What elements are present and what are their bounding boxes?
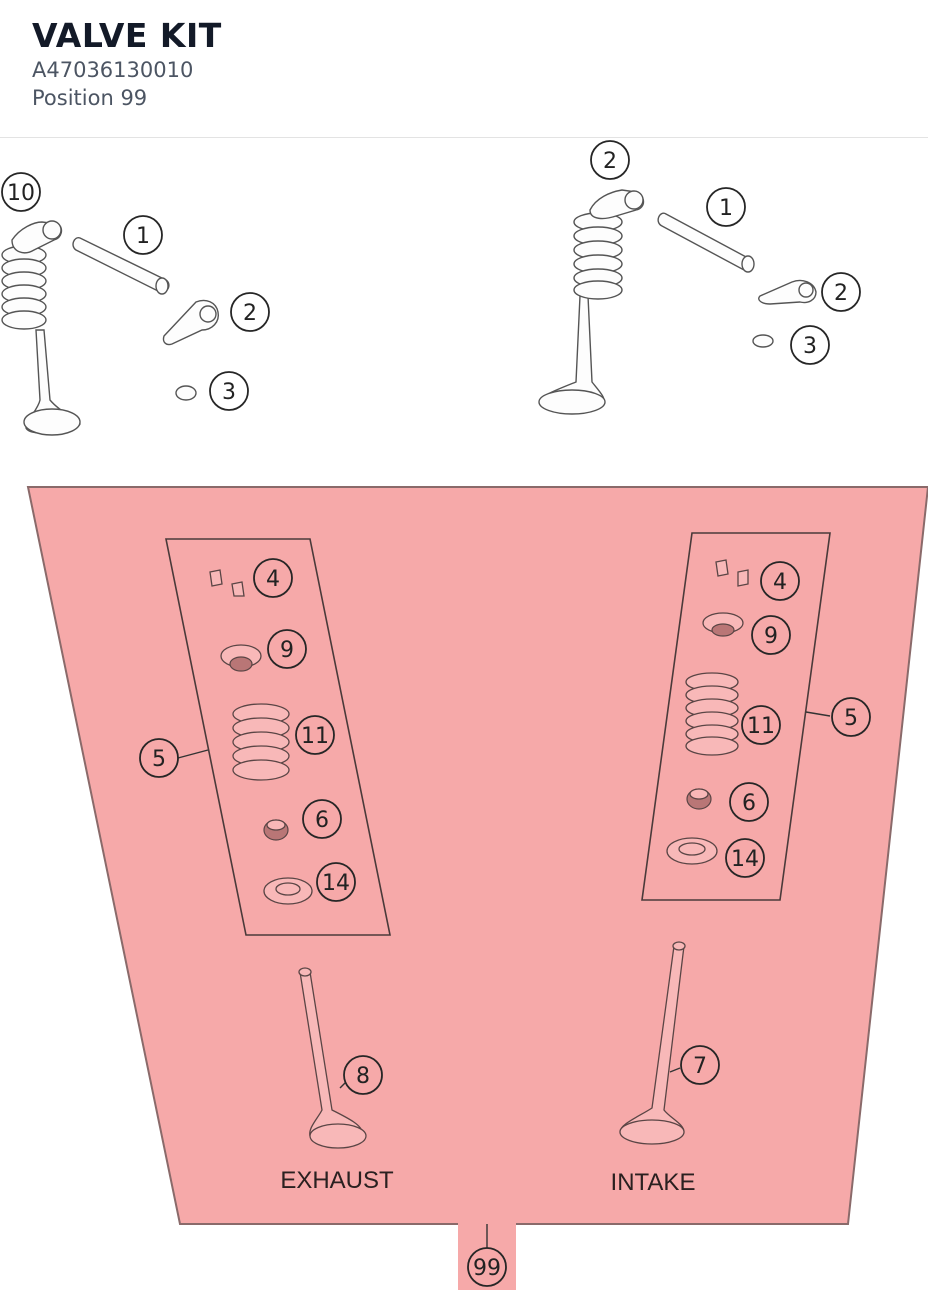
callout-top-right-2a[interactable]: 2 [590,140,630,180]
callout-intake-4[interactable]: 4 [760,561,800,601]
callout-exhaust-14[interactable]: 14 [316,862,356,902]
exhaust-valve [298,967,367,1149]
highlight-region-99[interactable] [26,486,928,1290]
callout-top-right-1[interactable]: 1 [706,187,746,227]
callout-intake-valve-7[interactable]: 7 [680,1045,720,1085]
svg-text:2: 2 [834,281,848,306]
svg-text:2: 2 [243,301,257,326]
svg-text:14: 14 [322,871,350,896]
svg-text:14: 14 [731,847,759,872]
intake-valve [619,941,686,1145]
callout-intake-6[interactable]: 6 [729,782,769,822]
top-right-valve-assembly [538,189,817,415]
position-number: Position 99 [32,86,148,110]
svg-text:1: 1 [719,196,733,221]
svg-text:6: 6 [315,808,329,833]
svg-text:4: 4 [266,567,280,592]
callout-intake-5[interactable]: 5 [831,697,871,737]
callout-top-right-3[interactable]: 3 [790,325,830,365]
callout-intake-11[interactable]: 11 [741,705,781,745]
svg-text:11: 11 [747,714,775,739]
callout-exhaust-9[interactable]: 9 [267,629,307,669]
part-number: A47036130010 [32,58,194,82]
svg-text:11: 11 [301,724,329,749]
svg-text:6: 6 [742,791,756,816]
svg-text:4: 4 [773,570,787,595]
intake-label: INTAKE [611,1169,696,1196]
callout-exhaust-6[interactable]: 6 [302,799,342,839]
exhaust-kit-panel [165,538,391,936]
svg-text:3: 3 [803,334,817,359]
svg-text:9: 9 [280,638,294,663]
svg-text:10: 10 [7,181,35,206]
page-header: VALVE KIT A47036130010 Position 99 [0,0,928,138]
svg-text:3: 3 [222,380,236,405]
intake-kit-panel [641,532,831,901]
svg-text:99: 99 [473,1256,501,1281]
svg-text:9: 9 [764,624,778,649]
svg-text:5: 5 [152,747,166,772]
callout-exhaust-4[interactable]: 4 [253,558,293,598]
svg-text:8: 8 [356,1064,370,1089]
callout-top-left-2[interactable]: 2 [230,292,270,332]
exhaust-label: EXHAUST [280,1167,394,1194]
callout-intake-14[interactable]: 14 [725,838,765,878]
callout-top-left-3[interactable]: 3 [209,371,249,411]
callout-exhaust-5[interactable]: 5 [139,738,179,778]
callout-top-left-10[interactable]: 10 [1,172,41,212]
svg-text:1: 1 [136,224,150,249]
callout-position-99[interactable]: 99 [467,1247,507,1287]
callout-top-left-1[interactable]: 1 [123,215,163,255]
callout-exhaust-valve-8[interactable]: 8 [343,1055,383,1095]
svg-text:7: 7 [693,1054,707,1079]
callout-intake-9[interactable]: 9 [751,615,791,655]
callout-exhaust-11[interactable]: 11 [295,715,335,755]
svg-text:2: 2 [603,149,617,174]
svg-text:5: 5 [844,706,858,731]
top-left-valve-assembly [1,220,219,436]
page-title: VALVE KIT [32,16,222,55]
callout-top-right-2b[interactable]: 2 [821,272,861,312]
